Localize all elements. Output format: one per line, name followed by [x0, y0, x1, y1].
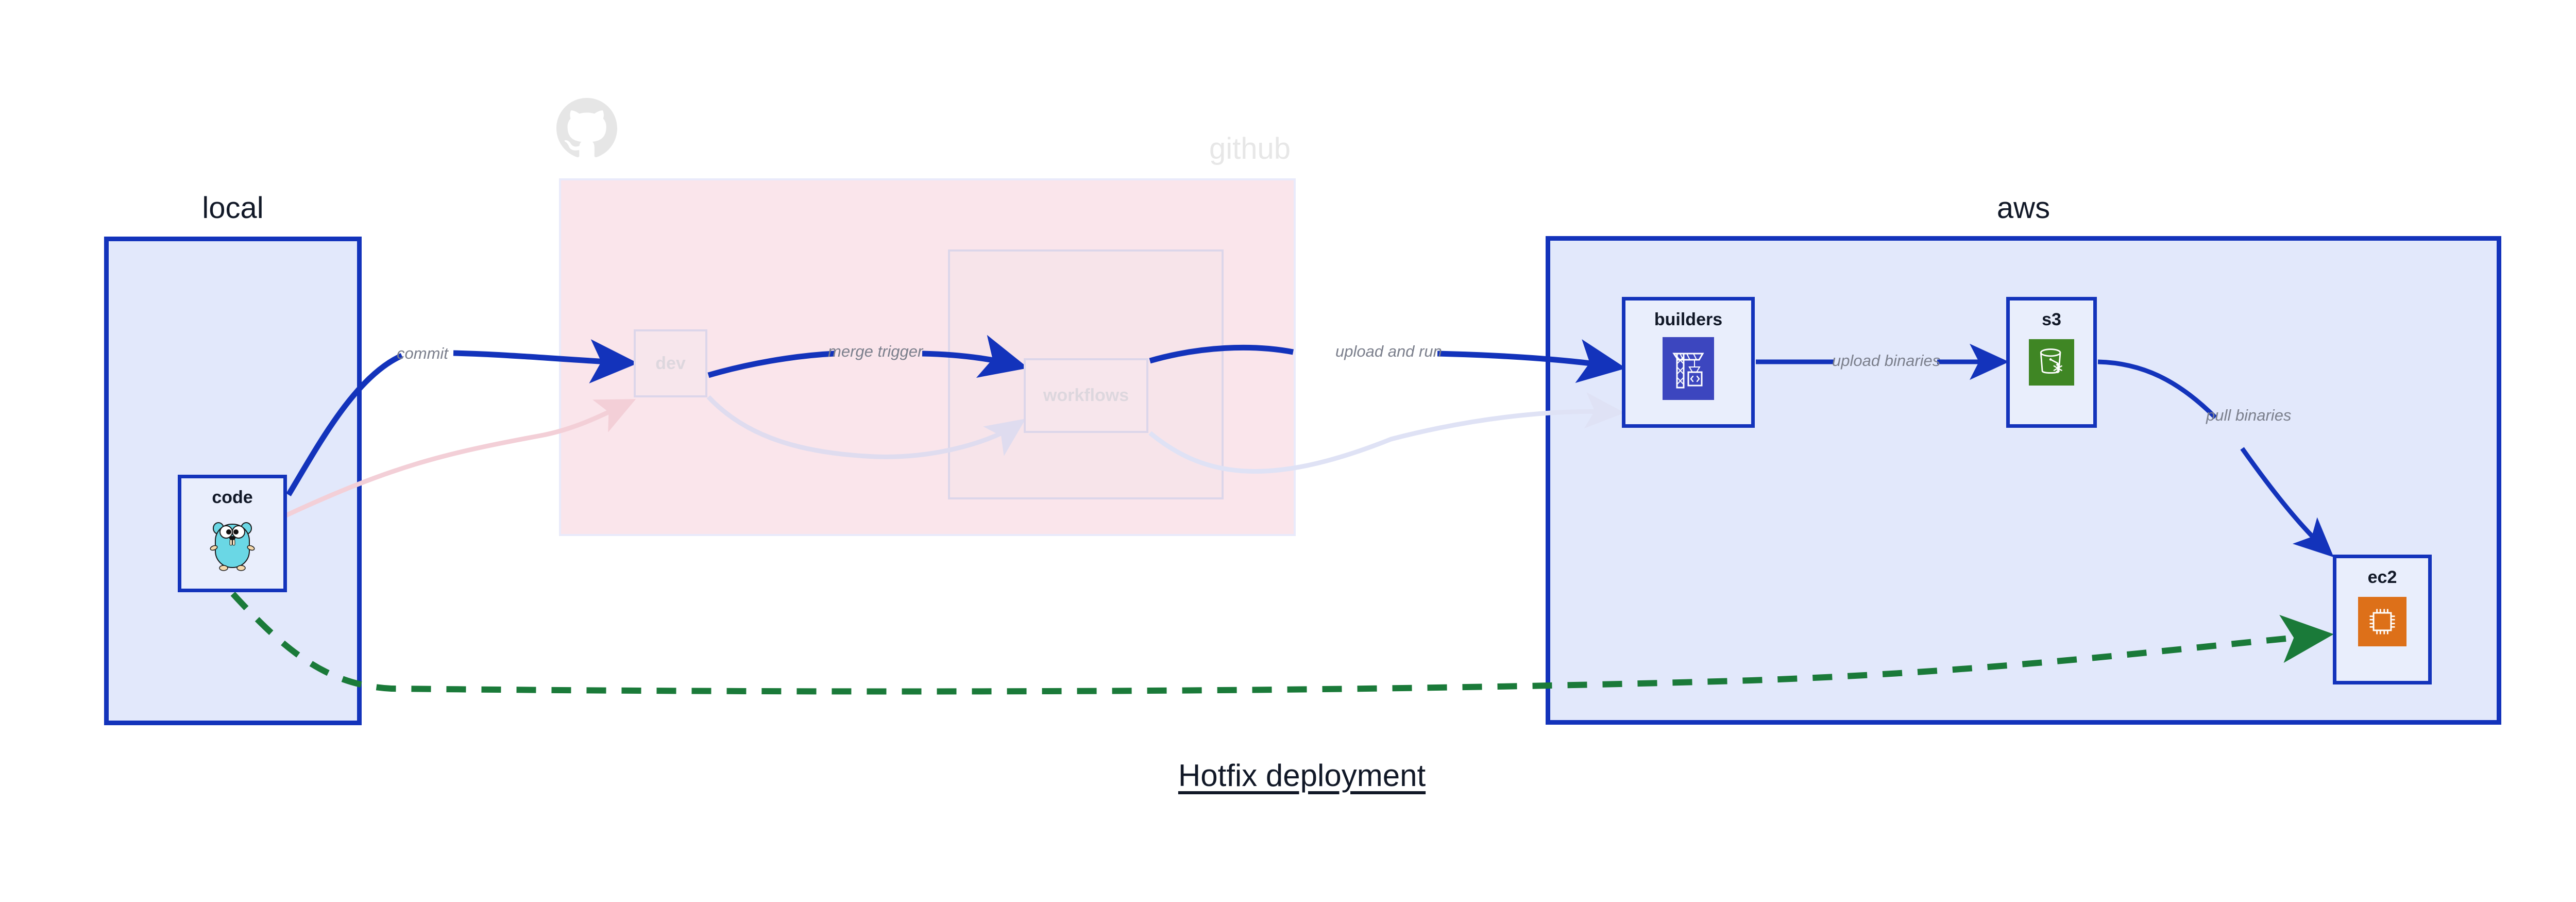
edge-label-commit: commit [397, 344, 448, 362]
github-logo-icon [556, 98, 617, 158]
node-code-label: code [212, 488, 253, 507]
cluster-label-github: github [1209, 132, 1291, 165]
edge-label-pull-binaries: pull binaries [2206, 406, 2292, 424]
aws-ec2-chip-icon [2358, 597, 2406, 646]
node-dev[interactable]: dev [634, 329, 707, 397]
cluster-label-aws: aws [1996, 191, 2050, 225]
node-builders-label: builders [1654, 310, 1723, 329]
go-gopher-icon [204, 513, 261, 573]
cluster-label-local: local [202, 191, 264, 225]
edge-label-upload-binaries: upload binaries [1832, 352, 1941, 370]
node-workflows-label: workflows [1043, 386, 1129, 405]
node-code[interactable]: code [178, 475, 287, 592]
node-ec2-label: ec2 [2367, 567, 2397, 587]
node-dev-label: dev [655, 353, 686, 373]
node-s3-label: s3 [2042, 310, 2061, 329]
aws-s3-bucket-icon [2029, 339, 2074, 386]
edge-label-merge-trigger: merge trigger [828, 342, 923, 360]
node-workflows[interactable]: workflows [1024, 358, 1148, 433]
node-ec2[interactable]: ec2 [2333, 555, 2432, 684]
page-title: Hotfix deployment [1178, 758, 1426, 793]
node-s3[interactable]: s3 [2006, 297, 2097, 428]
node-builders[interactable]: builders [1622, 297, 1755, 428]
edge-label-upload-and-run: upload and run [1335, 342, 1442, 360]
aws-codebuild-crane-icon [1663, 337, 1714, 400]
